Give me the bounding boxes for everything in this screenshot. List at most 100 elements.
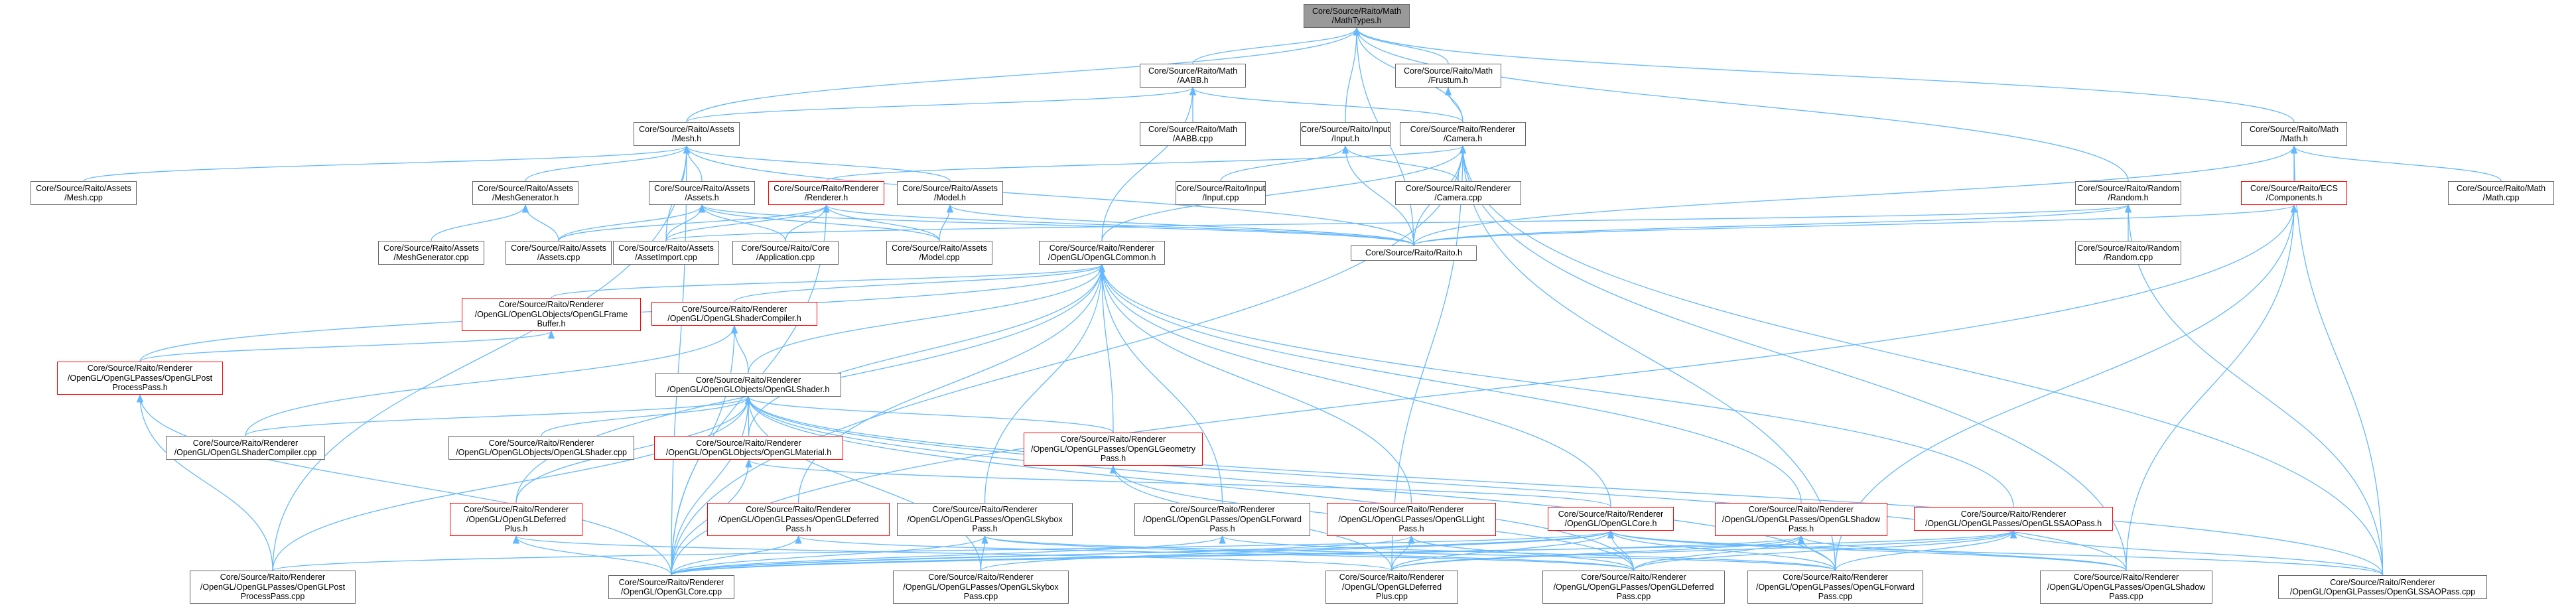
edge-aabb_h-to-mathtypes [1192, 27, 1361, 64]
edge-gl_defpass_cpp-to-gl_shadow_h [1633, 535, 1805, 571]
node-assets-h[interactable]: Core/Source/Raito/Assets/Assets.h [649, 181, 755, 205]
node-aabb-h[interactable]: Core/Source/Raito/Math/AABB.h [1140, 64, 1246, 88]
edge-raito_h-to-assets_h [699, 204, 1414, 246]
node-opengl-core-h[interactable]: Core/Source/Raito/Renderer/OpenGL/OpenGL… [1548, 507, 1674, 531]
edge-raito_h-to-mesh_h [683, 145, 1414, 246]
edge-math_h-to-mathtypes [1353, 27, 2295, 123]
node-random-h[interactable]: Core/Source/Raito/Random/Random.h [2075, 181, 2181, 205]
edge-gl_forward_cpp-to-gl_skybox_h [981, 535, 1836, 571]
edge-gl_core_cpp-to-gl_core_h [671, 529, 1614, 576]
node-math-cpp[interactable]: Core/Source/Raito/Math/Math.cpp [2448, 181, 2554, 205]
node-opengl-skyboxpass-h[interactable]: Core/Source/Raito/Renderer/OpenGL/OpenGL… [897, 503, 1073, 536]
edge-gl_core_h-to-gl_material_h [745, 458, 1611, 508]
edge-model_cpp-to-model_h [939, 204, 954, 241]
node-opengl-framebuffer-h[interactable]: Core/Source/Raito/Renderer/OpenGL/OpenGL… [462, 298, 641, 331]
edge-mesh_h-to-mathtypes [686, 27, 1361, 123]
node-opengl-material-h[interactable]: Core/Source/Raito/Renderer/OpenGL/OpenGL… [654, 436, 843, 460]
node-opengl-shader-cpp[interactable]: Core/Source/Raito/Renderer/OpenGL/OpenGL… [448, 436, 634, 460]
edge-raito_h-to-model_h [947, 204, 1414, 246]
node-opengl-ssaopass-cpp[interactable]: Core/Source/Raito/Renderer/OpenGL/OpenGL… [2278, 575, 2487, 599]
node-opengl-forwardpass-h[interactable]: Core/Source/Raito/Renderer/OpenGL/OpenGL… [1134, 503, 1310, 536]
node-opengl-core-cpp[interactable]: Core/Source/Raito/Renderer/OpenGL/OpenGL… [608, 575, 734, 599]
edge-gl_core_cpp-to-gl_skybox_h [671, 535, 988, 576]
node-random-cpp[interactable]: Core/Source/Raito/Random/Random.cpp [2075, 241, 2181, 265]
edge-gl_geometry_h-to-gl_common_h [1098, 263, 1114, 433]
edge-raito_h-to-input_h [1341, 145, 1414, 246]
edge-gl_shadercompiler_cpp-to-gl_shadercompiler_h [245, 324, 738, 437]
node-camera-h[interactable]: Core/Source/Raito/Renderer/Camera.h [1400, 122, 1526, 146]
edge-gl_core_cpp-to-mesh_h [671, 145, 691, 576]
edge-math_cpp-to-math_h [2290, 145, 2502, 182]
node-opengl-deferredpass-cpp[interactable]: Core/Source/Raito/Renderer/OpenGL/OpenGL… [1542, 571, 1725, 604]
edge-gl_light_h-to-gl_common_h [1098, 263, 1412, 504]
edge-gl_shadow_h-to-gl_common_h [1098, 263, 1802, 504]
node-mesh-cpp[interactable]: Core/Source/Raito/Assets/Mesh.cpp [31, 181, 137, 205]
edge-gl_shadow_cpp-to-gl_core_h [1607, 529, 2127, 571]
edge-mesh_h-to-aabb_h [686, 86, 1196, 123]
edge-gl_core_cpp-to-gl_postprocess_h [136, 393, 672, 576]
node-meshgenerator-h[interactable]: Core/Source/Raito/Assets/MeshGenerator.h [472, 181, 578, 205]
node-mathtypes-h: Core/Source/Raito/Math/MathTypes.h [1304, 4, 1410, 28]
node-assetimport-cpp[interactable]: Core/Source/Raito/Assets/AssetImport.cpp [613, 241, 719, 265]
edge-gl_forward_h-to-gl_common_h [1098, 263, 1223, 504]
edge-gl_shadow_cpp-to-ecs_components_h [2126, 204, 2298, 571]
edge-gl_ssao_cpp-to-gl_shader_h [745, 395, 2384, 576]
edge-gl_ssao_cpp-to-gl_ssao_h [2009, 529, 2384, 576]
edge-gl_material_h-to-gl_common_h [748, 263, 1106, 437]
node-input-cpp[interactable]: Core/Source/Raito/Input/Input.cpp [1176, 181, 1266, 205]
node-opengl-ssaopass-h[interactable]: Core/Source/Raito/Renderer/OpenGL/OpenGL… [1914, 507, 2113, 531]
node-camera-cpp[interactable]: Core/Source/Raito/Renderer/Camera.cpp [1395, 181, 1521, 205]
edge-gl_shader_h-to-gl_common_h [748, 263, 1106, 374]
edge-gl_shadercompiler_h-to-gl_common_h [734, 263, 1105, 303]
edge-gl_geometry_h-to-gl_shader_h [745, 395, 1114, 433]
edge-input_h-to-mathtypes [1345, 27, 1361, 123]
edge-camera_cpp-to-input_h [1341, 145, 1459, 182]
node-opengl-shader-h[interactable]: Core/Source/Raito/Renderer/OpenGL/OpenGL… [655, 373, 841, 397]
node-model-h[interactable]: Core/Source/Raito/Assets/Model.h [897, 181, 1003, 205]
node-opengl-skyboxpass-cpp[interactable]: Core/Source/Raito/Renderer/OpenGL/OpenGL… [893, 571, 1069, 604]
edge-gl_shader_h-to-gl_shadercompiler_h [730, 324, 749, 374]
node-opengl-postprocesspass-cpp[interactable]: Core/Source/Raito/Renderer/OpenGL/OpenGL… [190, 571, 356, 604]
node-mesh-h[interactable]: Core/Source/Raito/Assets/Mesh.h [634, 122, 740, 146]
node-frustum-h[interactable]: Core/Source/Raito/Math/Frustum.h [1395, 64, 1501, 88]
edge-input_cpp-to-input_h [1220, 145, 1349, 182]
edge-gl_ssao_cpp-to-math_h [2290, 145, 2384, 576]
node-opengl-geometrypass-h[interactable]: Core/Source/Raito/Renderer/OpenGL/OpenGL… [1024, 433, 1203, 466]
node-opengl-shadercompiler-cpp[interactable]: Core/Source/Raito/Renderer/OpenGL/OpenGL… [166, 436, 325, 460]
node-raito-h[interactable]: Core/Source/Raito/Raito.h [1351, 245, 1477, 261]
node-opengl-deferredplus-cpp[interactable]: Core/Source/Raito/Renderer/OpenGL/OpenGL… [1325, 571, 1458, 604]
node-aabb-cpp[interactable]: Core/Source/Raito/Math/AABB.cpp [1140, 122, 1246, 146]
edge-gl_ssao_cpp-to-gl_core_h [1607, 529, 2384, 576]
edge-gl_postprocess_h-to-gl_framebuffer_h [139, 330, 555, 362]
node-opengl-postprocesspass-h[interactable]: Core/Source/Raito/Renderer/OpenGL/OpenGL… [57, 362, 223, 395]
node-ecs-components-h[interactable]: Core/Source/Raito/ECS/Components.h [2241, 181, 2347, 205]
edge-gl_postprocess_cpp-to-gl_shader_h [272, 395, 752, 571]
node-assets-cpp[interactable]: Core/Source/Raito/Assets/Assets.cpp [506, 241, 612, 265]
edge-gl_forward_cpp-to-gl_ssao_h [1834, 529, 2017, 571]
node-math-h[interactable]: Core/Source/Raito/Math/Math.h [2241, 122, 2347, 146]
node-opengl-shadowpass-h[interactable]: Core/Source/Raito/Renderer/OpenGL/OpenGL… [1715, 503, 1887, 536]
edge-gl_forward_cpp-to-gl_forward_h [1219, 535, 1836, 571]
node-opengl-deferredplus-h[interactable]: Core/Source/Raito/Renderer/OpenGL/OpenGL… [450, 503, 582, 536]
node-opengl-shadowpass-cpp[interactable]: Core/Source/Raito/Renderer/OpenGL/OpenGL… [2040, 571, 2212, 604]
edge-gl_shadow_cpp-to-gl_shader_h [744, 395, 2127, 571]
edge-gl_postprocess_cpp-to-gl_core_h [272, 529, 1614, 571]
node-input-h[interactable]: Core/Source/Raito/Input/Input.h [1300, 122, 1390, 146]
edge-model_cpp-to-assets_h [698, 204, 940, 241]
node-opengl-lightpass-h[interactable]: Core/Source/Raito/Renderer/OpenGL/OpenGL… [1327, 503, 1496, 536]
node-opengl-common-h[interactable]: Core/Source/Raito/Renderer/OpenGL/OpenGL… [1039, 241, 1165, 265]
node-opengl-forwardpass-cpp[interactable]: Core/Source/Raito/Renderer/OpenGL/OpenGL… [1747, 571, 1923, 604]
edge-random_h-to-mathtypes [1353, 27, 2129, 182]
edge-gl_core_cpp-to-gl_ssao_h [671, 529, 2017, 576]
node-opengl-deferredpass-h[interactable]: Core/Source/Raito/Renderer/OpenGL/OpenGL… [707, 503, 890, 536]
edge-gl_skybox_cpp-to-gl_core_h [980, 529, 1614, 571]
node-model-cpp[interactable]: Core/Source/Raito/Assets/Model.cpp [886, 241, 992, 265]
node-meshgenerator-cpp[interactable]: Core/Source/Raito/Assets/MeshGenerator.c… [378, 241, 484, 265]
node-renderer-h[interactable]: Core/Source/Raito/Renderer/Renderer.h [768, 181, 884, 205]
edge-gl_skybox_cpp-to-gl_shader_h [744, 395, 982, 571]
node-opengl-shadercompiler-h[interactable]: Core/Source/Raito/Renderer/OpenGL/OpenGL… [651, 302, 817, 326]
edge-raito_h-to-ecs_components_h [1413, 204, 2297, 246]
node-application-cpp[interactable]: Core/Source/Raito/Core/Application.cpp [732, 241, 839, 265]
edge-gl_defplus_cpp-to-gl_ssao_h [1391, 529, 2017, 571]
